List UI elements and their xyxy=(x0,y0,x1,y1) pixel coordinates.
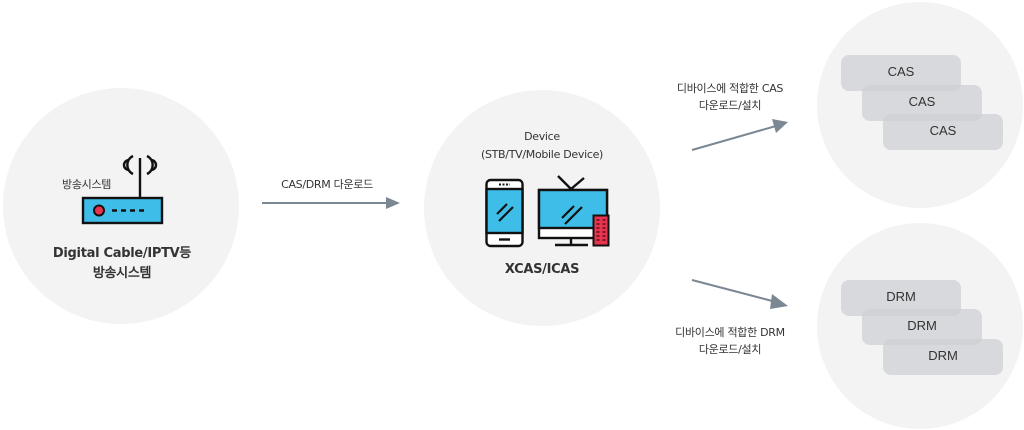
drm-branch-label-line1: 디바이스에 적합한 DRM xyxy=(675,326,785,339)
remote-icon xyxy=(592,214,610,247)
main-arrow xyxy=(262,197,400,209)
source-label: 방송시스템 xyxy=(62,178,112,191)
drm-item: DRM xyxy=(883,339,1003,375)
drm-arrow xyxy=(691,279,788,309)
drm-item-label: DRM xyxy=(907,318,937,333)
cas-item-label: CAS xyxy=(908,94,936,109)
source-title-line1: Digital Cable/IPTV등 xyxy=(52,246,192,261)
cas-item: CAS xyxy=(883,114,1003,150)
device-subtitle: (STB/TV/Mobile Device) xyxy=(480,148,604,161)
source-title-line2: 방송시스템 xyxy=(92,266,152,281)
cas-branch-label-line2: 다운로드/설치 xyxy=(698,99,762,112)
drm-branch-label-line2: 다운로드/설치 xyxy=(698,343,762,356)
cas-item-label: CAS xyxy=(929,123,957,138)
device-title: Device xyxy=(524,130,560,143)
drm-item-label: DRM xyxy=(928,348,958,363)
main-arrow-label: CAS/DRM 다운로드 xyxy=(281,178,373,191)
device-name: XCAS/ICAS xyxy=(504,262,580,277)
drm-item-label: DRM xyxy=(886,289,916,304)
cas-item-label: CAS xyxy=(887,64,915,79)
smartphone-icon xyxy=(485,178,524,248)
cas-branch-label-line1: 디바이스에 적합한 CAS xyxy=(676,82,784,95)
router-antenna-icon xyxy=(81,154,164,225)
cas-arrow xyxy=(691,119,788,151)
